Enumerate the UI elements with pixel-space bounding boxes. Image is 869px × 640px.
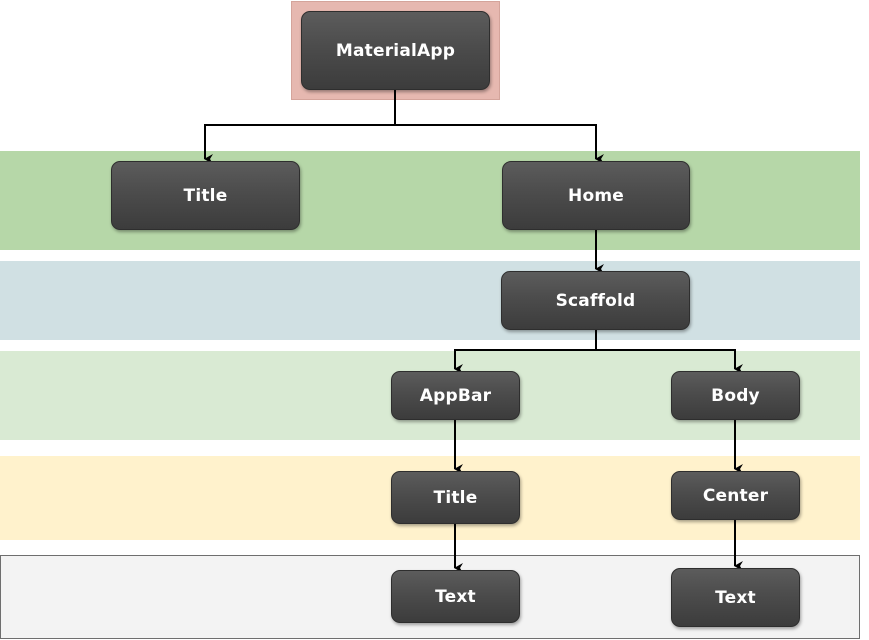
node-title[interactable]: Title [111,161,300,230]
node-scaffold[interactable]: Scaffold [501,271,690,330]
node-app-bar-title[interactable]: Title [391,471,520,524]
node-app-bar[interactable]: AppBar [391,371,520,420]
node-title-text[interactable]: Text [391,570,520,623]
node-body[interactable]: Body [671,371,800,420]
node-center[interactable]: Center [671,471,800,520]
node-home[interactable]: Home [502,161,690,230]
edge-materialapp-title [204,90,396,164]
layer-band-scaffold [0,261,860,340]
node-center-text[interactable]: Text [671,568,800,627]
node-material-app[interactable]: MaterialApp [301,11,490,90]
